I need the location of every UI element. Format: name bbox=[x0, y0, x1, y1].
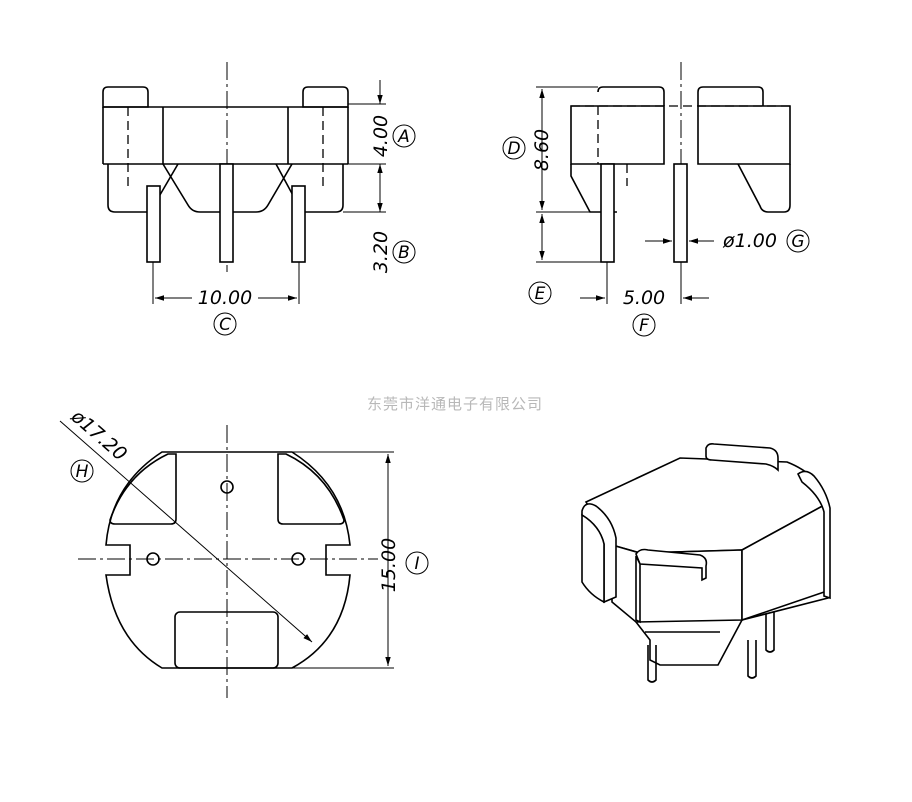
top-view: ø17.20 H 15.00 I bbox=[59, 405, 429, 698]
label-b-circle bbox=[392, 240, 416, 264]
label-i-circle bbox=[405, 551, 429, 575]
label-e-circle bbox=[528, 281, 552, 305]
label-g-circle bbox=[786, 229, 810, 253]
isometric-view bbox=[581, 443, 831, 683]
dim-i-value: 15.00 bbox=[378, 538, 400, 592]
label-c: C bbox=[219, 315, 231, 335]
dim-d-value: 8.60 bbox=[531, 129, 553, 171]
label-a: A bbox=[397, 127, 410, 147]
front-view: 10.00 C 4.00 3.20 A B bbox=[102, 62, 416, 336]
label-d-circle bbox=[502, 136, 526, 160]
dim-f-value: 5.00 bbox=[623, 287, 665, 309]
label-a-circle bbox=[392, 124, 416, 148]
label-f-circle bbox=[632, 313, 656, 337]
dim-c-value: 10.00 bbox=[198, 287, 252, 309]
dim-g-value: ø1.00 bbox=[722, 230, 777, 252]
dim-a-value: 4.00 bbox=[370, 115, 392, 157]
label-g: G bbox=[791, 232, 804, 252]
dim-b-value: 3.20 bbox=[370, 231, 392, 273]
side-view: 8.60 D E 5.00 F ø1.00 G bbox=[502, 62, 810, 337]
label-h: H bbox=[76, 462, 89, 482]
label-f: F bbox=[639, 316, 649, 336]
label-h-circle bbox=[70, 459, 94, 483]
label-e: E bbox=[535, 284, 546, 304]
label-d: D bbox=[507, 139, 520, 159]
label-b: B bbox=[398, 243, 410, 263]
label-c-circle bbox=[213, 312, 237, 336]
label-i: I bbox=[414, 554, 419, 574]
company-watermark: 东莞市洋通电子有限公司 bbox=[367, 395, 543, 413]
